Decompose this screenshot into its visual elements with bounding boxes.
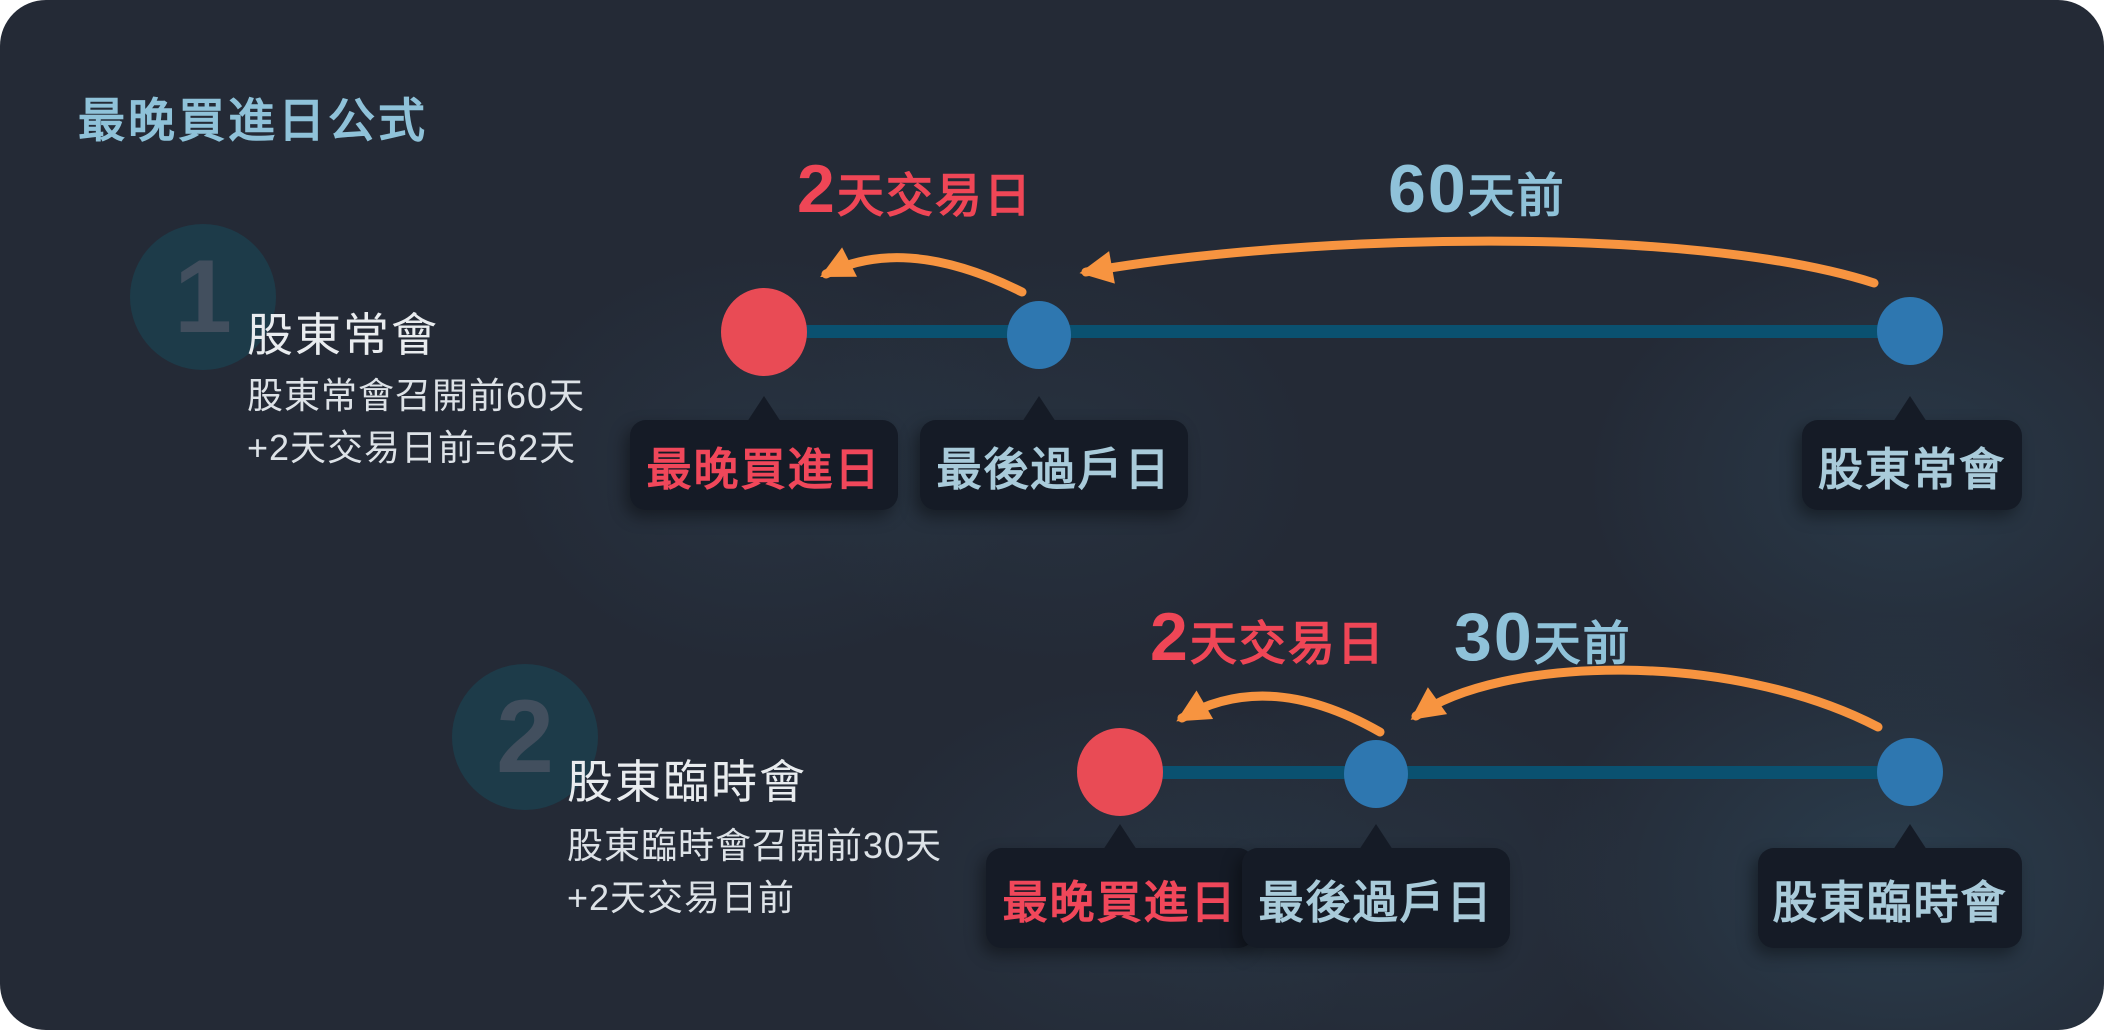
bubble-label: 最後過戶日 [936,443,1172,495]
last-transfer-dot-1 [1007,301,1071,369]
arrow-unit: 天交易日 [836,169,1033,222]
latest-buy-dot-2 [1077,728,1163,816]
arrow-30days-section2 [1410,665,1883,732]
last-transfer-dot-2 [1344,740,1408,808]
section2-heading: 股東臨時會 [567,756,807,808]
section1-far-arrow-label: 60 天前 [1388,150,1566,228]
last-transfer-bubble-2: 最後過戶日 [1242,824,1510,948]
arrow-value: 2 [797,151,837,227]
last-transfer-bubble-1: 最後過戶日 [920,396,1188,510]
arrow-unit: 天前 [1467,169,1566,222]
timeline-2 [1120,766,1910,779]
section1-description: 股東常會召開前60天 +2天交易日前=62天 [247,370,585,474]
arrow-unit: 天交易日 [1189,617,1386,670]
section2-near-arrow-label: 2 天交易日 [1150,598,1386,676]
arrow-value: 60 [1388,151,1468,227]
arrow-value: 30 [1454,599,1534,675]
section2-description: 股東臨時會召開前30天 +2天交易日前 [567,820,942,924]
arrow-2days-section2 [1176,690,1385,737]
description-line: 股東臨時會召開前30天 [567,825,943,866]
arrow-2days-section1 [820,247,1027,297]
timeline-1 [764,325,1910,338]
page-title: 最晚買進日公式 [78,94,428,147]
meeting-bubble-1: 股東常會 [1802,396,2022,510]
step-badge-2: 2 [452,664,598,810]
section1-near-arrow-label: 2 天交易日 [797,150,1033,228]
bubble-label: 股東常會 [1817,443,2006,495]
section2-far-arrow-label: 30 天前 [1454,598,1632,676]
latest-buy-bubble-2: 最晚買進日 [986,824,1254,948]
bubble-label: 股東臨時會 [1772,876,2008,928]
step-badge-1: 1 [130,224,276,370]
bubble-label: 最晚買進日 [646,443,882,495]
arrow-unit: 天前 [1533,617,1632,670]
bubble-label: 最後過戶日 [1258,876,1494,928]
meeting-dot-1 [1877,297,1943,365]
section1-heading: 股東常會 [247,309,439,361]
bubble-label: 最晚買進日 [1002,876,1238,928]
description-line: 股東常會召開前60天 [247,375,586,416]
latest-buy-dot-1 [721,288,807,376]
description-line: +2天交易日前=62天 [247,427,577,468]
step-number: 1 [174,238,232,355]
arrow-value: 2 [1150,599,1190,675]
meeting-dot-2 [1877,738,1943,806]
latest-buy-bubble-1: 最晚買進日 [630,396,898,510]
meeting-bubble-2: 股東臨時會 [1758,824,2022,948]
description-line: +2天交易日前 [567,877,796,918]
arrow-60days-section1 [1079,236,1879,288]
step-number: 2 [496,678,554,795]
